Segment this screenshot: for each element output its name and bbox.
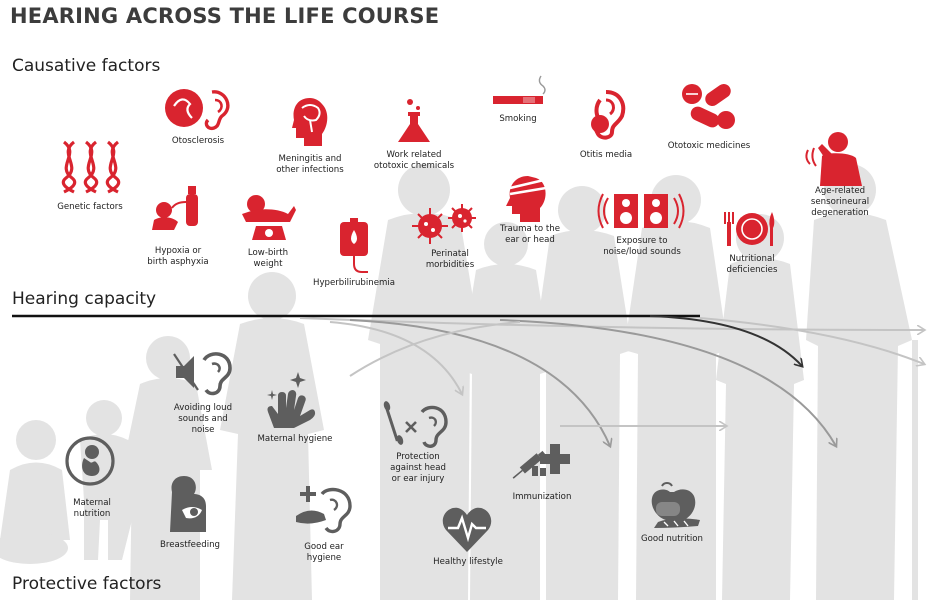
label-protection-injury: Protection against head or ear injury	[390, 452, 446, 484]
ear-no-cotton-swab-icon	[383, 401, 448, 452]
label-otosclerosis: Otosclerosis	[171, 136, 225, 146]
adult-silhouette	[534, 186, 632, 600]
heart-pulse-icon	[442, 506, 492, 556]
iv-bag-icon	[338, 218, 372, 278]
capacity-arrow-early	[329, 321, 462, 394]
dna-icon	[60, 140, 124, 196]
capacity-arrow-dark	[649, 315, 802, 366]
label-perinatal-morbidities: Perinatal morbidities	[425, 249, 475, 270]
label-avoiding-loud-sounds: Avoiding loud sounds and noise	[173, 403, 233, 435]
label-nutritional-deficiencies: Nutritional deficiencies	[726, 254, 778, 275]
flask-icon	[396, 98, 432, 148]
label-maternal-hygiene: Maternal hygiene	[257, 434, 333, 444]
label-low-birth-weight: Low-birth weight	[247, 248, 289, 269]
label-healthy-lifestyle: Healthy lifestyle	[433, 557, 503, 567]
ear-care-icon	[296, 486, 354, 538]
page-title: HEARING ACROSS THE LIFE COURSE	[10, 4, 440, 28]
capacity-arrow-child	[349, 321, 521, 377]
syringe-cross-icon	[512, 444, 572, 482]
bandaged-head-icon	[506, 176, 548, 226]
label-smoking: Smoking	[499, 114, 537, 124]
woman-silhouette	[220, 272, 324, 600]
baby-scale-icon	[242, 194, 296, 246]
capacity-arrow-light-straight	[299, 317, 924, 330]
ear-bone-icon	[164, 86, 234, 134]
label-maternal-nutrition: Maternal nutrition	[73, 498, 111, 519]
fruit-vegetable-icon	[644, 482, 700, 532]
ear-protection-icon	[173, 350, 234, 400]
speakers-icon	[597, 192, 685, 234]
label-noise-exposure: Exposure to noise/loud sounds	[603, 236, 681, 257]
label-hyperbilirubinemia: Hyperbilirubinemia	[312, 278, 396, 288]
section-protective-factors: Protective factors	[12, 574, 162, 594]
label-genetic-factors: Genetic factors	[57, 202, 123, 212]
section-causative-factors: Causative factors	[12, 56, 161, 76]
elderly-cane-silhouette	[806, 164, 918, 600]
virus-icon	[412, 204, 476, 248]
label-meningitis: Meningitis and other infections	[276, 154, 344, 175]
pills-icon	[680, 83, 736, 136]
label-good-ear-hygiene: Good ear hygiene	[304, 542, 344, 563]
capacity-arrow-late	[499, 319, 836, 446]
ear-icon	[586, 90, 626, 144]
baby-silhouette	[0, 420, 70, 564]
capacity-arrow-mid	[349, 319, 610, 446]
capacity-arrow-light-right	[699, 317, 924, 364]
empty-plate-icon	[724, 210, 776, 252]
toddler-silhouette	[80, 400, 154, 560]
label-ototoxic-medicines: Ototoxic medicines	[667, 141, 751, 151]
man-silhouette	[368, 164, 480, 600]
cigarette-icon	[493, 75, 549, 110]
label-age-related: Age-related sensorineural degeneration	[810, 186, 870, 218]
head-brain-icon	[292, 98, 328, 150]
fetus-icon	[64, 434, 116, 492]
label-trauma: Trauma to the ear or head	[499, 224, 561, 245]
label-hypoxia: Hypoxia or birth asphyxia	[147, 246, 209, 267]
elderly-person-icon	[805, 130, 864, 190]
baby-oxygen-icon	[150, 186, 202, 234]
section-hearing-capacity: Hearing capacity	[12, 289, 157, 309]
clean-hand-icon	[264, 372, 316, 432]
breastfeeding-icon	[166, 476, 212, 536]
label-breastfeeding: Breastfeeding	[160, 540, 220, 550]
label-good-nutrition: Good nutrition	[640, 534, 703, 544]
label-otitis-media: Otitis media	[579, 150, 633, 160]
label-chemicals: Work related ototoxic chemicals	[373, 150, 455, 171]
label-immunization: Immunization	[512, 492, 572, 502]
